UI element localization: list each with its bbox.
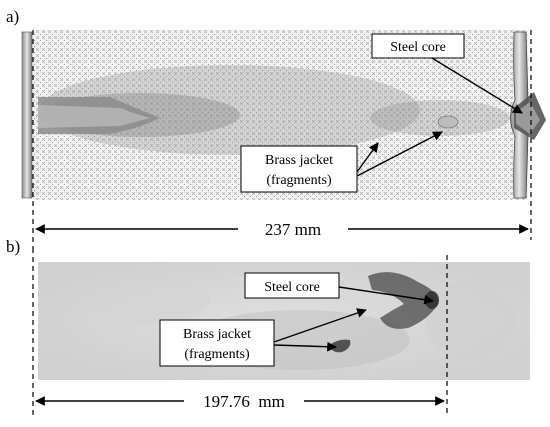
steel-core-arrow-b [338,286,434,305]
brass-jacket-label-a-line1: Brass jacket [265,153,333,168]
panel-b: b) Steel core Brass jacket (fragments) [6,237,530,415]
brass-jacket-callout-a [240,145,358,193]
steel-core-callout-a [371,33,465,59]
brass-jacket-arrow-a-2 [356,131,443,177]
steel-core-callout-b [244,272,340,299]
brass-jacket-arrow-a-1 [356,142,379,173]
brass-jacket-arrow-b-2 [273,341,337,352]
steel-core-arrow-a [431,57,523,114]
panel-a-label: a) [6,7,19,26]
panel-a: a) Steel core Brass jacket [6,7,546,248]
panel-b-label: b) [6,237,20,256]
brass-jacket-label-b-line2: (fragments) [184,347,250,362]
brass-jacket-arrow-b-1 [273,308,367,343]
steel-core-label-a: Steel core [390,40,446,55]
brass-jacket-label-b-line1: Brass jacket [183,327,251,342]
dimension-label-a: 237 mm [265,220,321,239]
brass-jacket-callout-b [159,319,275,367]
steel-core-label-b: Steel core [264,280,320,295]
dimension-label-b: 197.76 mm [203,392,285,411]
brass-jacket-label-a-line2: (fragments) [266,173,332,188]
